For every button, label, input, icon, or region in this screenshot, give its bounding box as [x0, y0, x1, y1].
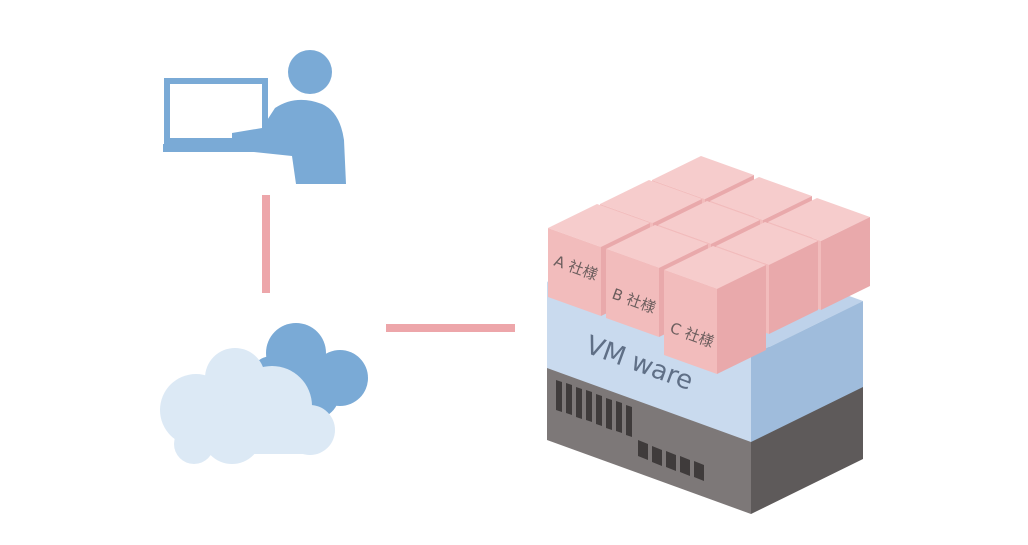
vm-cube-tenant-c: C 社様	[664, 246, 766, 374]
laptop-icon	[163, 78, 268, 152]
cloud-icon	[160, 323, 368, 464]
server-vents	[556, 380, 632, 437]
connector-horizontal	[386, 324, 515, 332]
vm-grid: A 社様 B 社様 C 社様	[548, 156, 870, 374]
server-stack: VM ware	[547, 156, 870, 514]
server-front-right	[751, 381, 863, 514]
vmware-front-right	[751, 301, 863, 442]
server-bays	[638, 440, 704, 481]
vmware-front-left	[547, 282, 751, 442]
connector-vertical	[262, 195, 270, 293]
user-with-laptop	[163, 50, 346, 184]
person-icon	[232, 50, 346, 184]
